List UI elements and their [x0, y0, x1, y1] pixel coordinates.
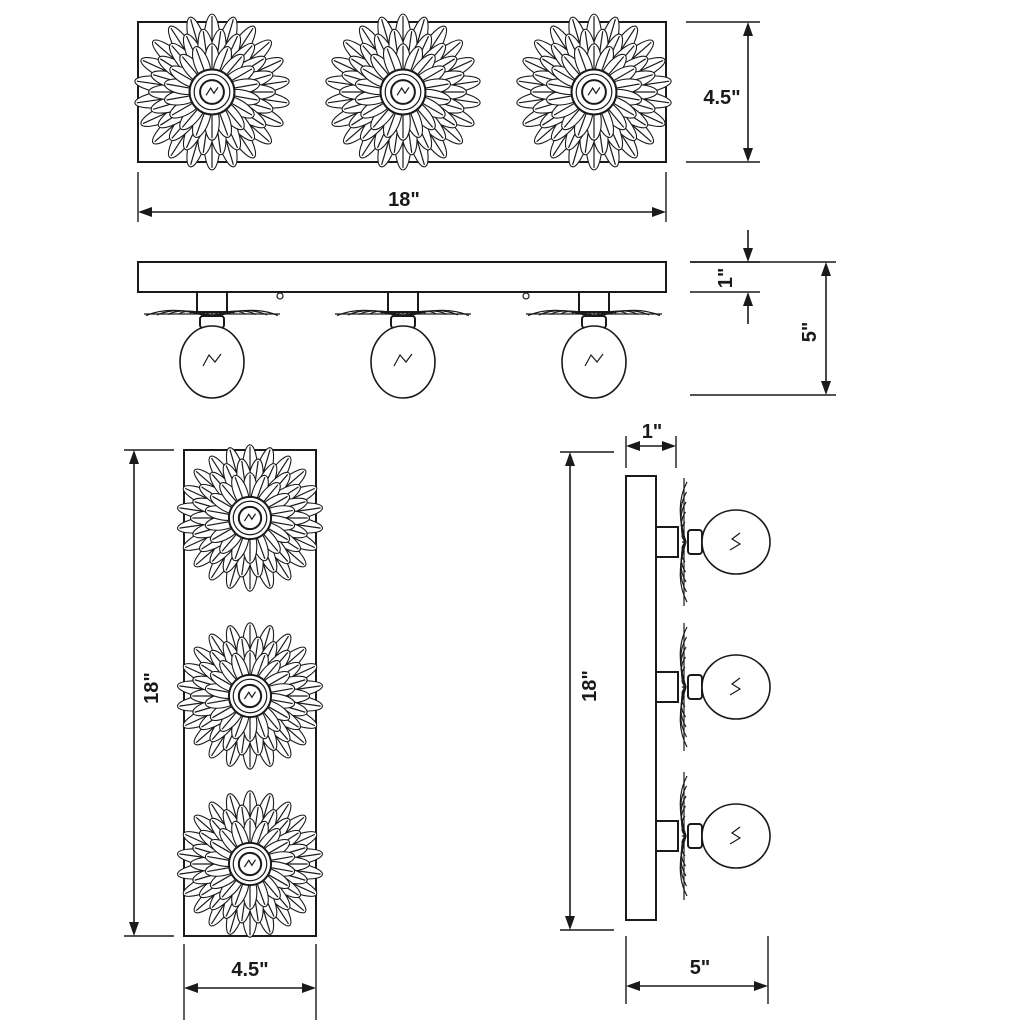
side-view-lamp-1: [144, 291, 280, 399]
profile-extension-label: 5": [690, 957, 711, 979]
front-vertical-length-label: 18": [141, 672, 163, 704]
profile-vertical-plate: [625, 475, 657, 921]
light-bulb: [179, 325, 245, 399]
profile-depth-label: 1": [642, 421, 663, 443]
top-view-flower-3: [516, 13, 672, 171]
top-view-flower-2: [325, 13, 481, 171]
profile-vertical-view: 1" 18" 5": [560, 421, 771, 1004]
flower-center: [237, 505, 263, 531]
side-view-lamp-2: [335, 291, 471, 399]
front-vertical-flower-1: [177, 444, 323, 592]
light-bulb: [561, 325, 627, 399]
flower-center: [390, 79, 416, 105]
front-vertical-flower-3: [177, 790, 323, 938]
top-height-label: 4.5": [703, 87, 740, 109]
flower-center: [237, 851, 263, 877]
side-depth-label: 1": [715, 268, 737, 289]
side-view-lamp-3: [526, 291, 662, 399]
flower-center: [199, 79, 225, 105]
top-view: 18" 4.5": [134, 13, 760, 222]
light-bulb: [370, 325, 436, 399]
side-extension-label: 5": [799, 322, 821, 343]
profile-lamp-1: [655, 478, 771, 606]
profile-length-label: 18": [579, 670, 601, 702]
side-view-plate: [137, 261, 667, 293]
flower-center: [237, 683, 263, 709]
front-vertical-view: 18" 4.5": [124, 444, 323, 1020]
top-view-flower-1: [134, 13, 290, 171]
side-view: 1" 5": [137, 230, 836, 399]
profile-lamp-2: [655, 623, 771, 751]
top-width-label: 18": [388, 189, 420, 211]
front-vertical-flower-2: [177, 622, 323, 770]
flower-center: [581, 79, 607, 105]
profile-lamp-3: [655, 772, 771, 900]
front-vertical-width-label: 4.5": [231, 959, 268, 981]
